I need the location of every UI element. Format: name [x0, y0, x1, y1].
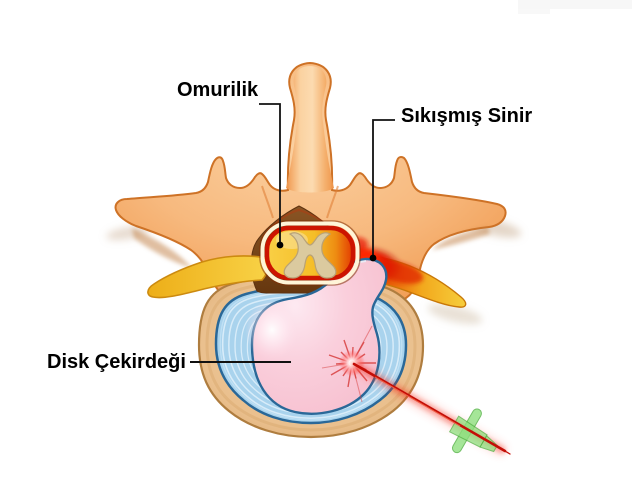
lamina-ridge-right	[326, 185, 339, 219]
scan-artifact	[518, 0, 632, 14]
lamina-ridge-left	[261, 185, 274, 219]
left-nerve-root	[147, 255, 269, 299]
label-spinal-cord: Omurilik	[177, 79, 259, 101]
spinous-process-highlight	[286, 66, 334, 193]
vertebra-bone	[114, 61, 507, 303]
spinal-cord	[259, 220, 361, 286]
wing-shadow-left	[132, 228, 192, 268]
leader-dot-spinal-cord	[276, 241, 284, 249]
laser-beam-core	[352, 362, 511, 455]
needle-hub	[448, 408, 498, 454]
leader-lines	[190, 103, 395, 363]
gray-matter	[283, 232, 337, 279]
label-pinched-nerve: Sıkışmış Sinir	[401, 105, 533, 127]
label-disc-nucleus: Disk Çekirdeği	[47, 351, 186, 373]
wing-shadow-right	[432, 227, 490, 250]
leader-dot-pinched-nerve	[369, 254, 377, 262]
nucleus-highlight	[245, 299, 299, 361]
leader-line-spinal-cord	[259, 103, 281, 242]
leader-line-pinched-nerve	[372, 119, 395, 255]
